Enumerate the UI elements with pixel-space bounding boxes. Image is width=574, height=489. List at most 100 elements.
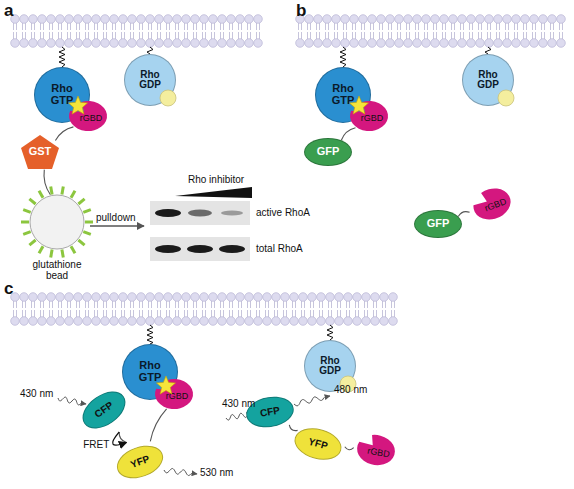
lipid-head bbox=[128, 317, 137, 326]
lipid-head bbox=[368, 15, 377, 24]
lipid-anchor bbox=[147, 47, 153, 54]
blot-band bbox=[188, 210, 212, 217]
lipid-head bbox=[191, 293, 200, 302]
lipid-head bbox=[245, 15, 254, 24]
lipid-head bbox=[530, 15, 539, 24]
lipid-head bbox=[272, 293, 281, 302]
lipid-head bbox=[494, 15, 503, 24]
lipid-head bbox=[458, 39, 467, 48]
lipid-head bbox=[371, 317, 380, 326]
lipid-head bbox=[191, 317, 200, 326]
lipid-head bbox=[65, 39, 74, 48]
lipid-head bbox=[92, 317, 101, 326]
node-label: rGBD bbox=[361, 114, 384, 123]
bead-ligand bbox=[83, 210, 91, 213]
lipid-head bbox=[341, 39, 350, 48]
lipid-head bbox=[539, 15, 548, 24]
lipid-head bbox=[305, 39, 314, 48]
lipid-head bbox=[209, 317, 218, 326]
fluorescent-protein: YFP bbox=[291, 423, 345, 464]
node-label: GFP bbox=[427, 218, 450, 230]
gtp-star bbox=[69, 96, 88, 114]
lipid-head bbox=[29, 15, 38, 24]
lipid-head bbox=[20, 293, 29, 302]
lipid-head bbox=[296, 39, 305, 48]
lipid-head bbox=[155, 15, 164, 24]
lipid-head bbox=[20, 15, 29, 24]
lipid-head bbox=[191, 39, 200, 48]
node-label: Rho GDP bbox=[473, 70, 503, 91]
lipid-head bbox=[236, 15, 245, 24]
lipid-head bbox=[47, 15, 56, 24]
bead-shape bbox=[30, 195, 84, 249]
lipid-head bbox=[485, 15, 494, 24]
lipid-head bbox=[413, 15, 422, 24]
lipid-head bbox=[263, 317, 272, 326]
panel-letter: c bbox=[4, 280, 13, 299]
lipid-head bbox=[83, 317, 92, 326]
bead-ligand bbox=[83, 232, 91, 235]
lipid-head bbox=[557, 15, 566, 24]
lipid-head bbox=[11, 317, 20, 326]
lipid-head bbox=[332, 15, 341, 24]
lipid-head bbox=[317, 293, 326, 302]
lipid-head bbox=[245, 317, 254, 326]
lipid-head bbox=[308, 317, 317, 326]
inhibitor-wedge bbox=[175, 187, 252, 198]
lipid-anchor bbox=[327, 325, 333, 340]
light-arrow bbox=[294, 396, 330, 406]
gst-tag: GST bbox=[20, 134, 60, 170]
lipid-head bbox=[368, 39, 377, 48]
lipid-head bbox=[485, 39, 494, 48]
lipid-head bbox=[389, 293, 398, 302]
lipid-head bbox=[92, 39, 101, 48]
lipid-head bbox=[110, 15, 119, 24]
lipid-head bbox=[440, 39, 449, 48]
lipid-head bbox=[386, 15, 395, 24]
lipid-head bbox=[326, 293, 335, 302]
lipid-head bbox=[218, 39, 227, 48]
blot-band bbox=[221, 211, 243, 216]
lipid-head bbox=[326, 317, 335, 326]
lipid-head bbox=[155, 39, 164, 48]
lipid-head bbox=[254, 15, 263, 24]
lipid-head bbox=[395, 15, 404, 24]
lipid-anchor bbox=[147, 325, 153, 344]
lipid-head bbox=[119, 293, 128, 302]
lipid-head bbox=[308, 293, 317, 302]
lipid-head bbox=[227, 293, 236, 302]
lipid-head bbox=[29, 293, 38, 302]
lipid-head bbox=[449, 15, 458, 24]
linker bbox=[458, 212, 469, 217]
lipid-head bbox=[209, 39, 218, 48]
lipid-head bbox=[503, 39, 512, 48]
lipid-head bbox=[440, 15, 449, 24]
lipid-head bbox=[323, 39, 332, 48]
lipid-head bbox=[359, 15, 368, 24]
lipid-head bbox=[155, 293, 164, 302]
lipid-head bbox=[182, 293, 191, 302]
edge-label: FRET bbox=[83, 439, 109, 450]
lipid-head bbox=[332, 39, 341, 48]
lipid-head bbox=[521, 39, 530, 48]
lipid-head bbox=[467, 15, 476, 24]
node-label: CFP bbox=[93, 400, 115, 420]
lipid-head bbox=[245, 39, 254, 48]
lipid-head bbox=[476, 15, 485, 24]
lipid-head bbox=[389, 317, 398, 326]
membrane-group bbox=[11, 15, 566, 344]
lipid-head bbox=[350, 15, 359, 24]
gdp-dot bbox=[498, 90, 514, 106]
gdp-dot bbox=[160, 90, 176, 106]
lipid-head bbox=[227, 317, 236, 326]
lipid-head bbox=[236, 293, 245, 302]
lipid-head bbox=[146, 317, 155, 326]
blot-strip bbox=[150, 237, 250, 261]
lipid-head bbox=[404, 15, 413, 24]
lipid-head bbox=[20, 39, 29, 48]
lipid-head bbox=[146, 15, 155, 24]
node-label: GFP bbox=[317, 146, 340, 158]
glutathione-bead: glutathione bead bbox=[29, 194, 85, 250]
lipid-head bbox=[83, 15, 92, 24]
lipid-head bbox=[362, 293, 371, 302]
